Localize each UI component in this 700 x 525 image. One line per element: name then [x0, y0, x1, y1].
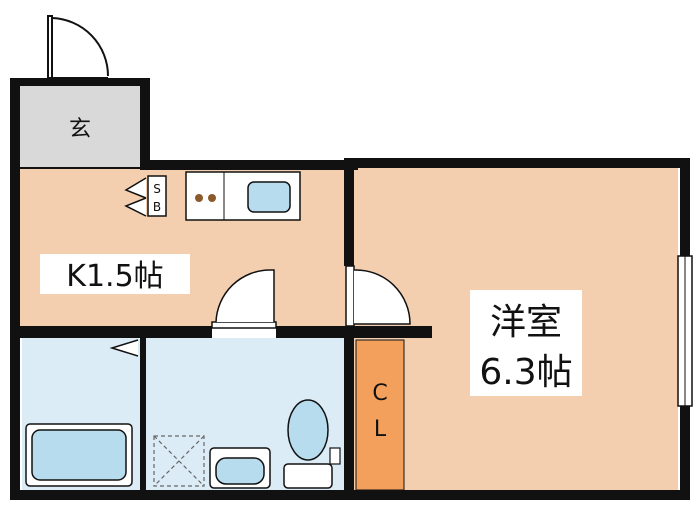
western-label-line1: 洋室 [490, 302, 562, 343]
bath-door [109, 339, 139, 357]
western-label-line2: 6.3帖 [479, 352, 572, 393]
sink-icon [247, 181, 291, 213]
western-label-bg [470, 290, 582, 396]
washing-machine-space [153, 435, 205, 487]
closet-label-c: C [372, 381, 387, 406]
wash-basin [209, 447, 271, 489]
western-room-door [345, 265, 411, 327]
closet-border [355, 339, 405, 491]
sb-label-s: S [153, 182, 161, 196]
shoe-box: S B [124, 175, 167, 217]
entrance-door [47, 15, 109, 79]
stove-burner-icon [195, 194, 203, 202]
genkan-floor [18, 86, 142, 168]
closet-floor [356, 340, 404, 492]
toilet [283, 399, 341, 489]
kitchen-label: K1.5帖 [66, 259, 163, 294]
genkan-label: 玄 [69, 117, 91, 142]
sb-label-b: B [153, 200, 161, 214]
closet-label-l: L [374, 417, 387, 442]
kitchen-counter [185, 171, 301, 221]
stove-burner-icon [208, 194, 216, 202]
washroom-door [211, 269, 277, 329]
kitchen-label-bg [40, 254, 190, 294]
window [677, 255, 693, 407]
bathtub [25, 423, 133, 487]
